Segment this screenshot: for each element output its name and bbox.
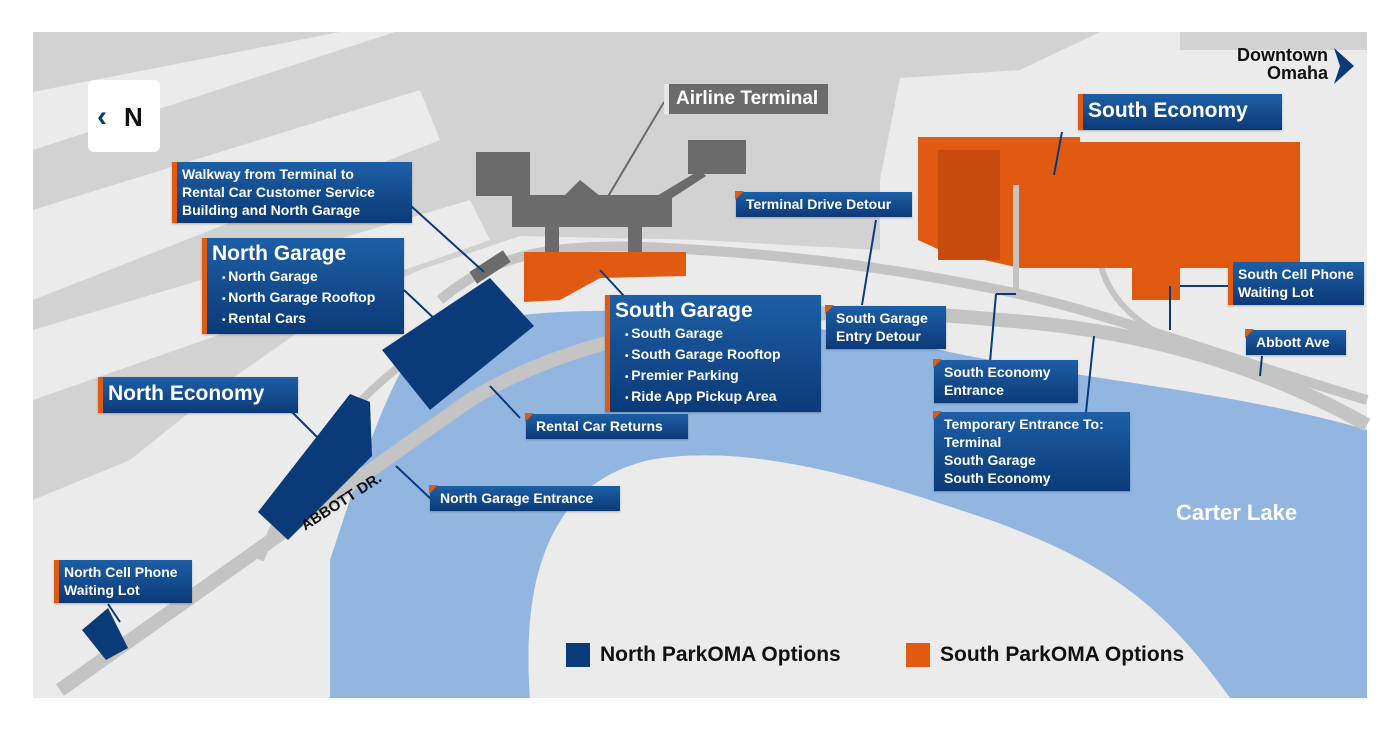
north-economy-lot [258, 394, 372, 540]
north-garage-entrance-text: North Garage Entrance [440, 490, 594, 506]
abbott-ave-label: Abbott Ave [1245, 329, 1346, 355]
north-garage-title: North Garage [212, 242, 347, 265]
north-garage-list: North Garage North Garage Rooftop Rental… [212, 267, 396, 330]
south-economy-label: South Economy [1078, 94, 1282, 130]
walkway-label: Walkway from Terminal to Rental Car Cust… [172, 162, 412, 223]
walkway-bridge [469, 250, 511, 284]
chevron-right-icon [1334, 48, 1354, 84]
south-cell-road [1097, 259, 1261, 378]
list-item: North Garage Rooftop [222, 288, 396, 309]
legend-north-text: North ParkOMA Options [600, 643, 841, 666]
list-item: South Garage Rooftop [625, 345, 813, 366]
nc-line1: North Cell Phone [64, 564, 178, 580]
north-compass: ‹ N [88, 80, 160, 152]
airline-terminal-leader [599, 101, 665, 211]
north-garage-building [382, 278, 534, 410]
terminal-drive-detour-text: Terminal Drive Detour [746, 196, 892, 212]
te-line4: South Economy [944, 470, 1051, 486]
runway [1180, 32, 1367, 50]
sged-line1: South Garage [836, 310, 928, 326]
downtown-omaha-label: Downtown Omaha [1237, 46, 1328, 82]
south-economy-garage-stripes [938, 150, 1000, 260]
north-economy-title: North Economy [108, 382, 265, 405]
south-cell-lot [1132, 268, 1180, 300]
temporary-entrance-label: Temporary Entrance To: Terminal South Ga… [933, 411, 1130, 491]
north-cell-lot [82, 608, 128, 660]
north-arrow-icon: ‹ [97, 100, 107, 133]
rental-car-returns-label: Rental Car Returns [525, 413, 688, 439]
see-line2: Entrance [944, 382, 1004, 398]
walkway-line1: Walkway from Terminal to [182, 166, 354, 182]
te-line3: South Garage [944, 452, 1036, 468]
nc-line2: Waiting Lot [64, 582, 140, 598]
north-economy-label: North Economy [98, 377, 298, 413]
te-line1: Temporary Entrance To: [944, 416, 1104, 432]
sc-line2: Waiting Lot [1238, 284, 1314, 300]
downtown-line1: Downtown [1237, 45, 1328, 65]
carter-lake-label: Carter Lake [1176, 500, 1298, 525]
south-garage-building [524, 252, 686, 302]
south-economy-road [1013, 185, 1019, 295]
walkway-line2: Rental Car Customer Service [182, 184, 375, 200]
list-item: Ride App Pickup Area [625, 387, 813, 408]
downtown-line2: Omaha [1266, 63, 1328, 83]
abbott-ave-text: Abbott Ave [1256, 334, 1330, 350]
north-garage-label: North Garage North Garage North Garage R… [202, 238, 404, 334]
south-economy-entrance-label: South Economy Entrance [933, 359, 1078, 403]
island [528, 455, 1230, 698]
airline-terminal-building [476, 140, 746, 258]
list-item: Premier Parking [625, 366, 813, 387]
north-letter: N [124, 102, 143, 132]
rental-car-returns-text: Rental Car Returns [536, 418, 663, 434]
south-garage-title: South Garage [615, 299, 753, 322]
see-line1: South Economy [944, 364, 1051, 380]
airline-terminal-label: Airline Terminal [664, 84, 829, 114]
legend-south-text: South ParkOMA Options [940, 643, 1185, 666]
walkway-line3: Building and North Garage [182, 202, 361, 218]
te-line2: Terminal [944, 434, 1002, 450]
carter-lake-water [330, 310, 1367, 698]
north-garage-entrance-label: North Garage Entrance [429, 485, 620, 511]
sged-line2: Entry Detour [836, 328, 921, 344]
legend-south-swatch [906, 643, 930, 667]
list-item: Rental Cars [222, 309, 396, 330]
list-item: North Garage [222, 267, 396, 288]
south-cell-label: South Cell Phone Waiting Lot [1228, 262, 1364, 305]
terminal-drive-detour-label: Terminal Drive Detour [735, 191, 912, 217]
south-garage-list: South Garage South Garage Rooftop Premie… [615, 324, 813, 408]
south-garage-label: South Garage South Garage South Garage R… [605, 295, 821, 412]
south-economy-title: South Economy [1088, 99, 1248, 122]
list-item: South Garage [625, 324, 813, 345]
north-cell-label: North Cell Phone Waiting Lot [54, 560, 192, 603]
leader-lines [107, 131, 1263, 623]
sc-line1: South Cell Phone [1238, 266, 1354, 282]
south-garage-entry-detour-label: South Garage Entry Detour [825, 305, 946, 349]
legend-north-swatch [566, 643, 590, 667]
